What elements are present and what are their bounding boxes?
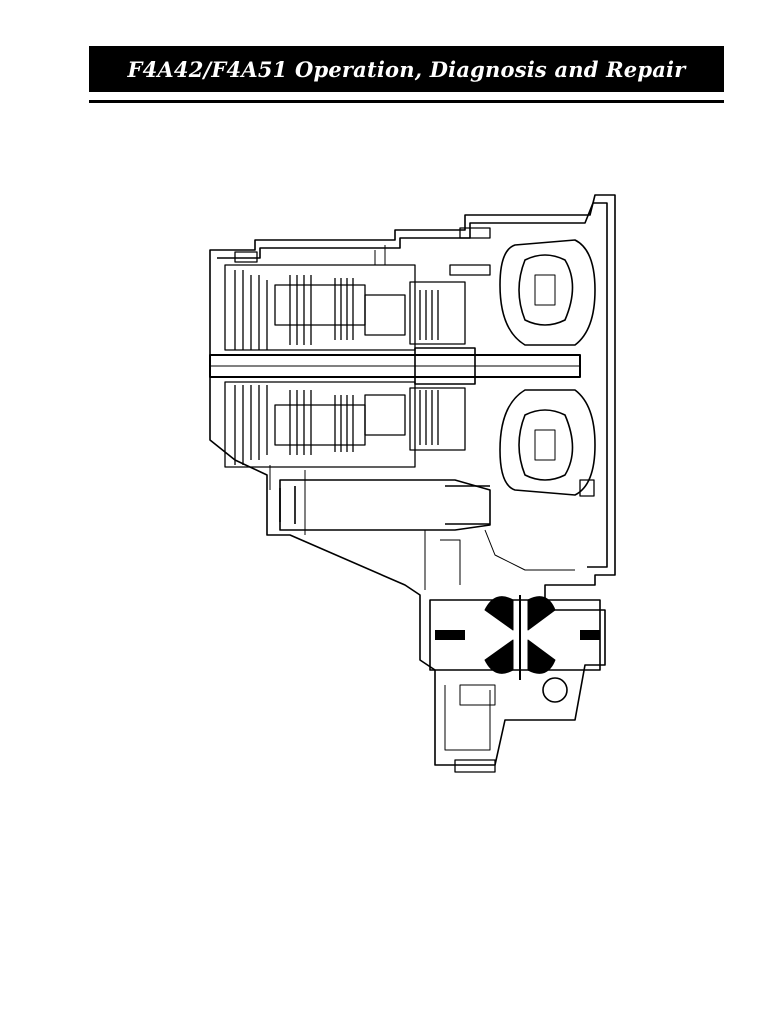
header-divider	[89, 100, 724, 103]
page-header: F4A42/F4A51 Operation, Diagnosis and Rep…	[89, 46, 724, 92]
transaxle-cross-section-icon	[195, 190, 625, 775]
page-title: F4A42/F4A51 Operation, Diagnosis and Rep…	[127, 56, 686, 82]
